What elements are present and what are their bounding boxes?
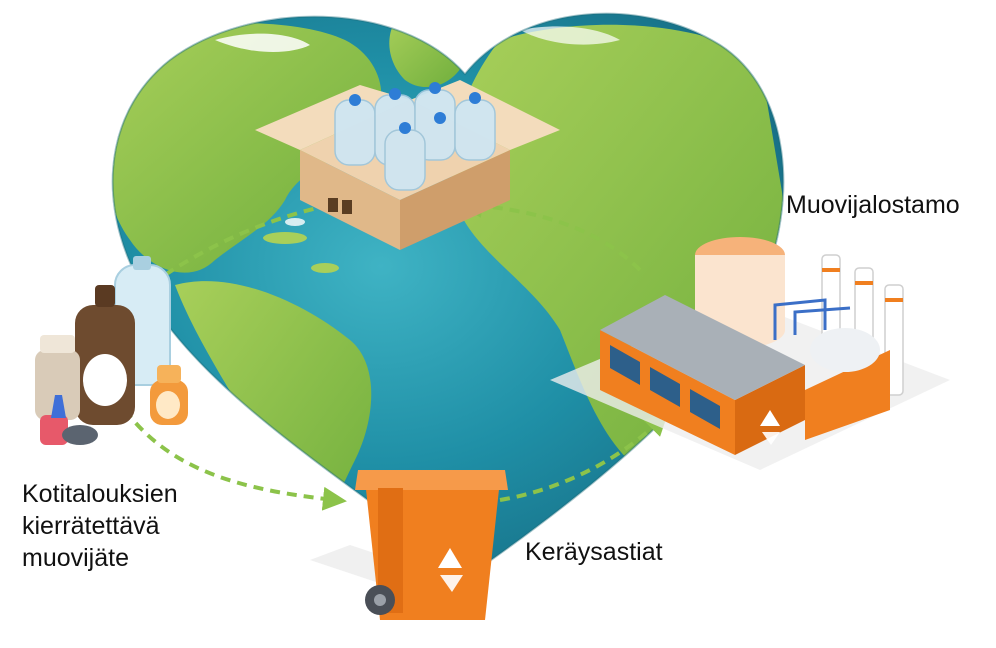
arrow-household-to-bins: [123, 408, 347, 511]
recycle-icon: [760, 410, 780, 445]
bottle-box: [255, 80, 560, 250]
factory-label: Muovijalostamo: [786, 191, 960, 219]
arrow-box-to-household: [140, 203, 331, 292]
arrow-bins-to-factory: [499, 411, 669, 502]
household-waste-label-line-2: kierrätettävä: [22, 512, 160, 540]
household-waste-label: Kotitalouksien kierrätettävä muovijäte: [22, 478, 222, 574]
this-side-up-icon: [342, 200, 352, 214]
fragile-glass-icon: [328, 198, 338, 212]
collection-bin: [310, 470, 508, 620]
arrow-factory-to-box: [458, 193, 642, 272]
plastic-processing-factory: [550, 237, 950, 470]
continent-north-america: [112, 23, 382, 273]
recycle-icon: [438, 548, 463, 592]
household-waste-label-line-3: muovijäte: [22, 544, 129, 572]
collection-bins-label: Keräysastiat: [525, 538, 663, 566]
household-waste-label-line-1: Kotitalouksien: [22, 480, 178, 508]
household-plastic-waste: [35, 256, 188, 445]
cycle-arrows: [123, 193, 669, 511]
